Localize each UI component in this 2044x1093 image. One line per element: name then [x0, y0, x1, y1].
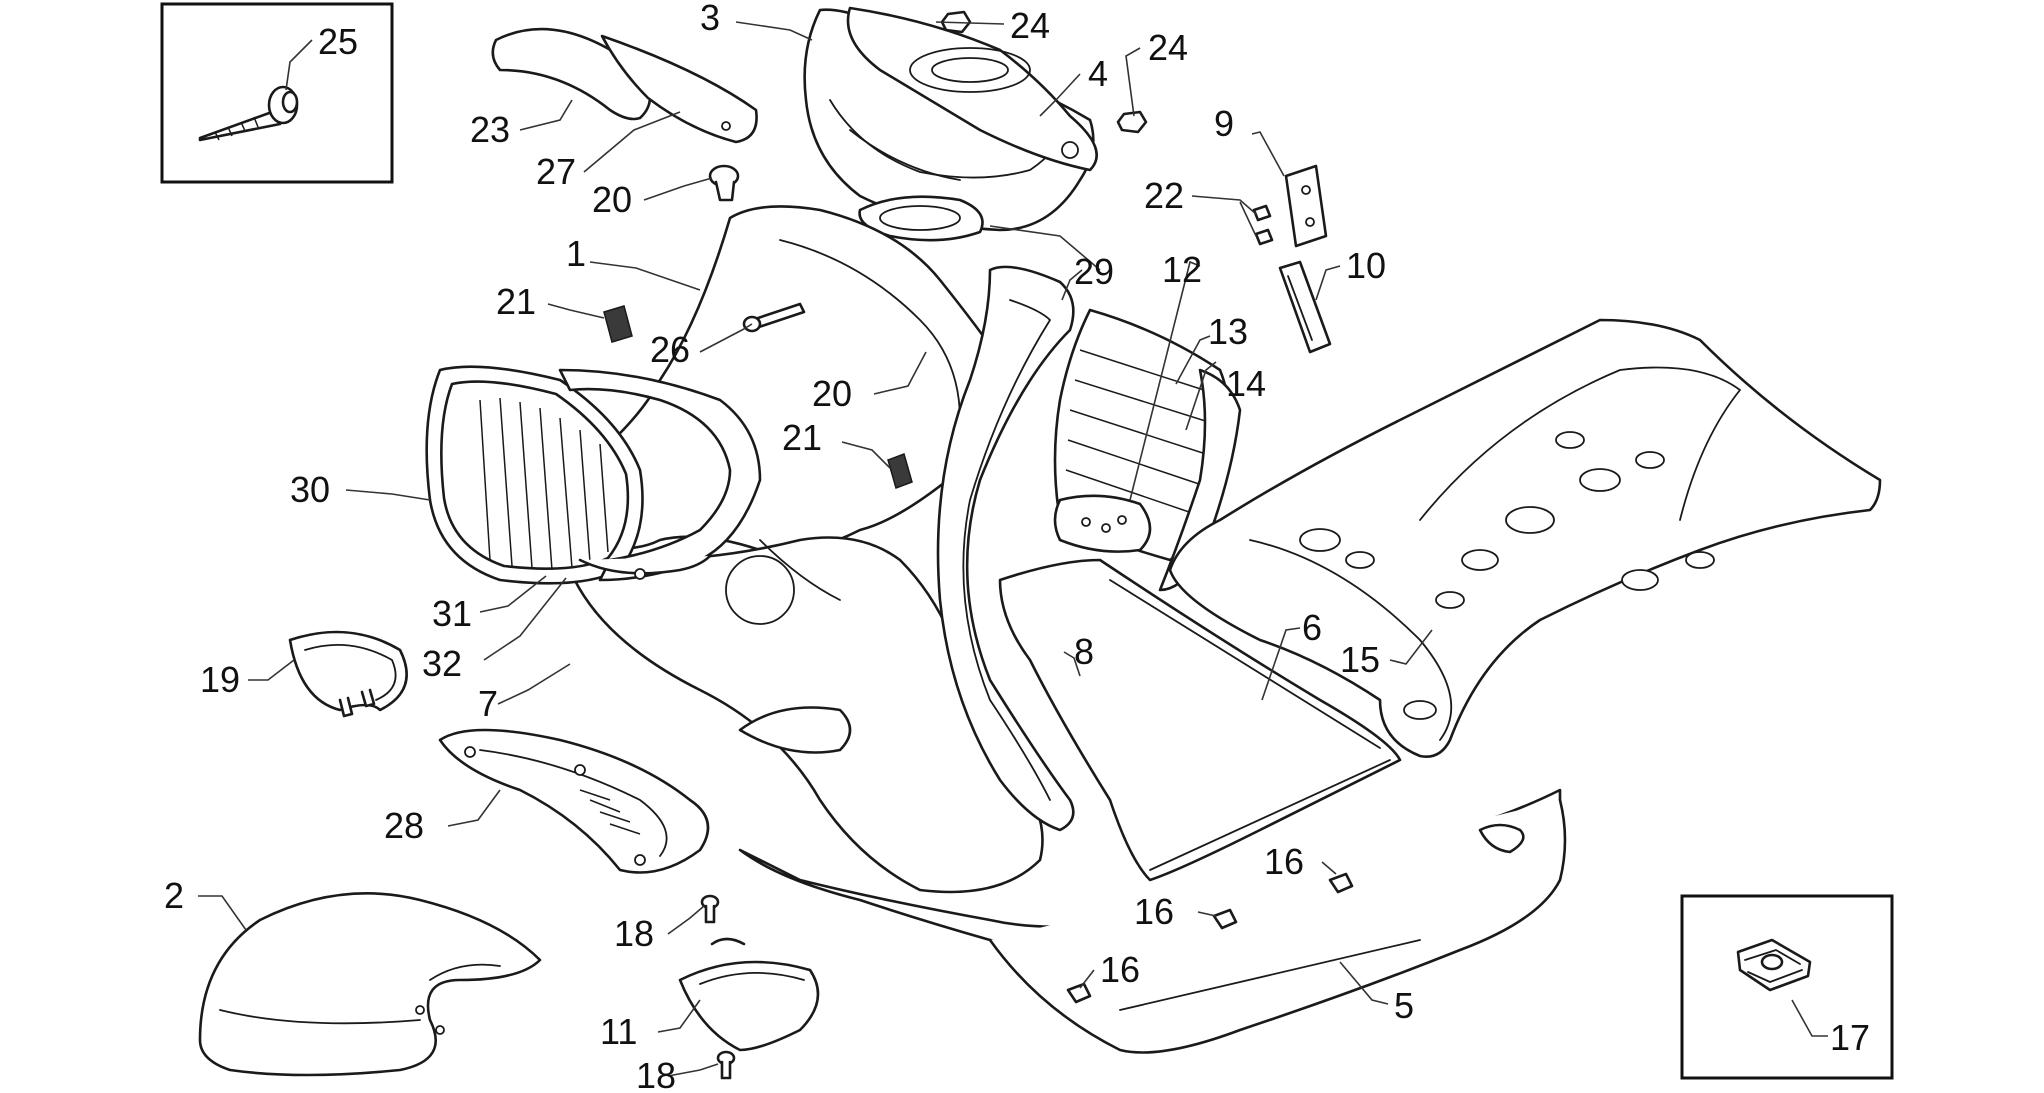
- support-28: [438, 728, 710, 874]
- callout-24a: 24: [1010, 5, 1050, 46]
- callout-16b: 16: [1134, 891, 1174, 932]
- inset-clip-box: [1680, 894, 1894, 1080]
- callout-17: 17: [1830, 1017, 1870, 1058]
- callout-19: 19: [200, 659, 240, 700]
- label-21b: [887, 453, 913, 489]
- headlight-30: [425, 365, 644, 585]
- callout-24b: 24: [1148, 27, 1188, 68]
- trim-strip-8: [936, 265, 1075, 832]
- callout-10: 10: [1346, 245, 1386, 286]
- callout-16a: 16: [1264, 841, 1304, 882]
- callout-13: 13: [1208, 311, 1248, 352]
- callout-labels: 3 24 24 4 25 23 27 20 1 21 26 20 21 12 1…: [164, 0, 1870, 1093]
- plug-20a: [708, 164, 740, 202]
- callout-6: 6: [1302, 607, 1322, 648]
- cover-11: [678, 937, 820, 1052]
- frame-plate-6: [998, 558, 1402, 882]
- cover-10: [1278, 260, 1332, 354]
- headlight-mount-32: [578, 554, 712, 580]
- callout-9: 9: [1214, 103, 1234, 144]
- callout-18b: 18: [636, 1055, 676, 1093]
- clip-16c: [1066, 982, 1092, 1004]
- callout-14: 14: [1226, 363, 1266, 404]
- ring-29: [858, 195, 984, 242]
- screw-22b: [1254, 228, 1274, 246]
- callout-30: 30: [290, 469, 330, 510]
- screw-icon: [198, 85, 299, 142]
- callout-27: 27: [536, 151, 576, 192]
- callout-18a: 18: [614, 913, 654, 954]
- screw-22a: [1252, 204, 1272, 222]
- clip-16b: [1212, 908, 1238, 930]
- side-skirt-5: [738, 788, 1567, 1054]
- speed-nut-icon: [1736, 938, 1812, 992]
- headset-cover-4: [846, 6, 1098, 172]
- screw-18a: [700, 894, 720, 924]
- callout-7: 7: [478, 683, 498, 724]
- callout-8: 8: [1074, 631, 1094, 672]
- callout-28: 28: [384, 805, 424, 846]
- callout-31: 31: [432, 593, 472, 634]
- callout-2: 2: [164, 875, 184, 916]
- bracket-9: [1284, 164, 1328, 248]
- inset-screw-box: [160, 2, 394, 184]
- screw-18b: [716, 1050, 736, 1080]
- callout-5: 5: [1394, 985, 1414, 1026]
- callout-25: 25: [318, 21, 358, 62]
- clip-16a: [1328, 872, 1354, 894]
- callout-12: 12: [1162, 249, 1202, 290]
- callout-3: 3: [700, 0, 720, 38]
- callout-23: 23: [470, 109, 510, 150]
- callout-20b: 20: [812, 373, 852, 414]
- callout-4: 4: [1088, 53, 1108, 94]
- callout-1: 1: [566, 233, 586, 274]
- nut-24b: [1116, 110, 1148, 134]
- callout-22: 22: [1144, 175, 1184, 216]
- callout-29: 29: [1074, 251, 1114, 292]
- trim-strip-27: [600, 34, 758, 144]
- callout-15: 15: [1340, 639, 1380, 680]
- front-mudguard-2: [198, 892, 542, 1077]
- floor-mat-15: [1168, 318, 1882, 758]
- callout-21a: 21: [496, 281, 536, 322]
- headlight-frame-31: [558, 368, 762, 582]
- callout-20a: 20: [592, 179, 632, 220]
- callout-32: 32: [422, 643, 462, 684]
- callout-11: 11: [600, 1011, 637, 1052]
- leader-lines: [198, 21, 1828, 1077]
- callout-26: 26: [650, 329, 690, 370]
- callout-16c: 16: [1100, 949, 1140, 990]
- label-21a: [603, 305, 633, 343]
- callout-21b: 21: [782, 417, 822, 458]
- panel-plate-13: [1053, 494, 1152, 553]
- cover-19: [288, 630, 408, 718]
